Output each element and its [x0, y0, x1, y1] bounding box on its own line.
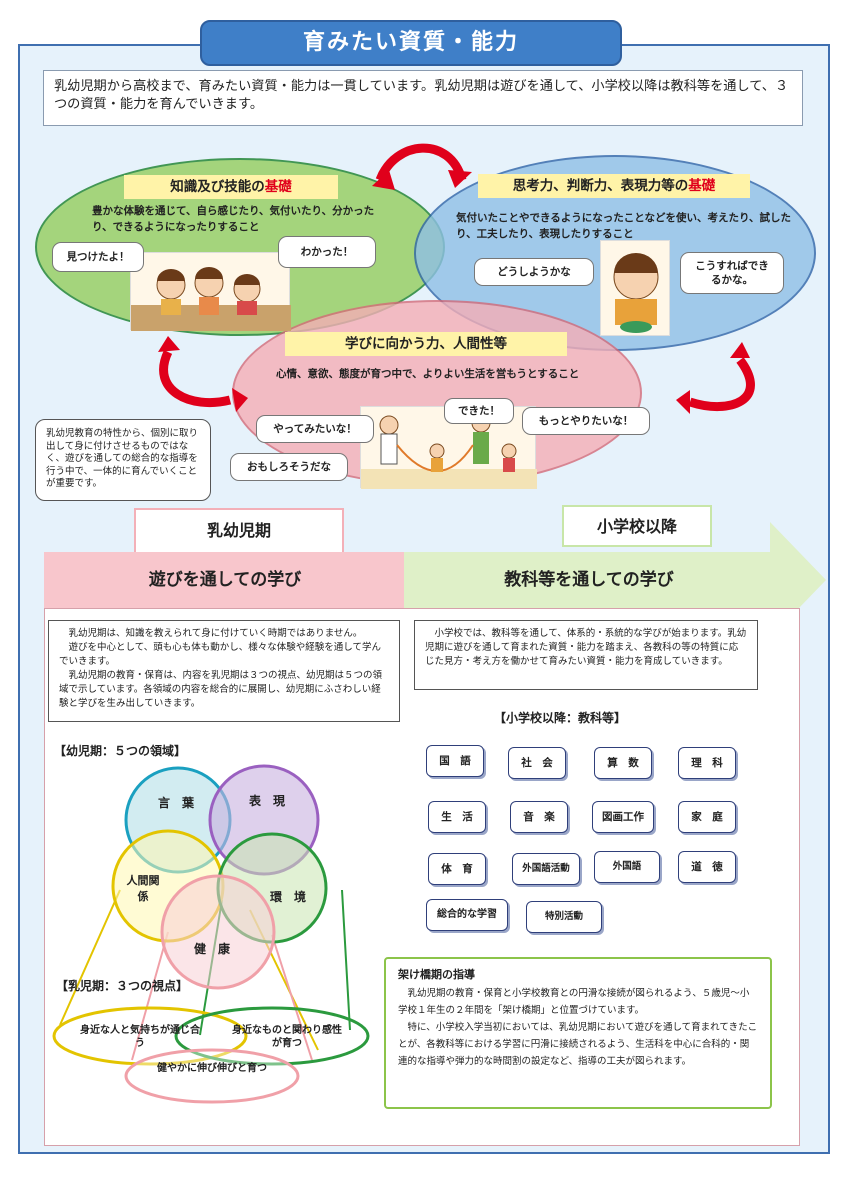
domain-expression: 表 現 — [248, 794, 285, 808]
speech-bubble-understood: わかった！ — [278, 236, 376, 268]
speech-bubble-maybe-this: こうすればできるかな。 — [680, 252, 784, 294]
viewpoint-growth: 健やかに伸び伸びと育つ — [157, 1063, 267, 1074]
five-domains-title: 【幼児期：５つの領域】 — [54, 744, 187, 758]
domain-circle-health — [160, 874, 276, 990]
stage-tag-elementary: 小学校以降 — [562, 505, 712, 547]
early-childhood-text: 乳幼児期は、知識を教えられて身に付けていく時期ではありません。 遊びを中心として… — [48, 620, 400, 722]
page-title: 育みたい資質・能力 — [200, 20, 622, 66]
speech-bubble-looks-fun: おもしろそうだな — [230, 453, 348, 481]
children-illustration-art — [131, 267, 291, 331]
viewpoint-ellipse-things — [174, 1006, 370, 1066]
subject-math: 算 数 — [594, 747, 652, 779]
bridge-title: 架け橋期の指導 — [398, 968, 475, 981]
children-playing-illustration — [130, 252, 291, 331]
viewpoint-people: 身近な人と気持ちが通じ合う — [80, 1025, 200, 1049]
subject-life: 生 活 — [428, 801, 486, 833]
knowledge-label: 知識及び技能の基礎 — [124, 175, 338, 199]
motivation-label: 学びに向かう力、人間性等 — [285, 332, 567, 356]
viewpoint-ellipse-people — [52, 1006, 248, 1066]
three-viewpoints-title: 【乳児期：３つの視点】 — [56, 979, 189, 993]
subject-foreign-activities: 外国語活動 — [512, 853, 580, 885]
subject-special-activities: 特別活動 — [526, 901, 602, 933]
speech-bubble-did-it: できた！ — [444, 398, 514, 424]
jump-rope-art — [361, 413, 537, 489]
subject-science: 理 科 — [678, 747, 736, 779]
child-thinking-illustration — [600, 240, 670, 336]
speech-bubble-found: 見つけたよ！ — [52, 242, 144, 272]
child-thinking-art — [613, 253, 659, 333]
subject-music: 音 楽 — [510, 801, 568, 833]
subjects-title: 【小学校以降：教科等】 — [494, 711, 627, 725]
domain-environment: 環 境 — [270, 890, 307, 904]
subject-moral: 道 徳 — [678, 851, 736, 883]
subject-pe: 体 育 — [428, 853, 486, 885]
band-left-text: 遊びを通しての学び — [148, 570, 302, 590]
thinking-label-accent: 基礎 — [688, 178, 716, 194]
elementary-text: 小学校では、教科等を通して、体系的・系統的な学びが始まります。乳幼児期に遊びを通… — [414, 620, 758, 690]
thinking-label: 思考力、判断力、表現力等の基礎 — [478, 174, 750, 198]
intro-text: 乳幼児期から高校まで、育みたい資質・能力は一貫しています。乳幼児期は遊びを通して… — [43, 70, 803, 126]
thinking-label-text: 思考力、判断力、表現力等の — [512, 178, 689, 194]
bridge-paragraph-1: 乳幼児期の教育・保育と小学校教育との円滑な接続が図られるよう、５歳児～小学校１年… — [398, 988, 750, 1016]
knowledge-label-accent: 基礎 — [264, 179, 292, 195]
bridge-period-box: 架け橋期の指導 乳幼児期の教育・保育と小学校教育との円滑な接続が図られるよう、５… — [384, 957, 772, 1109]
subject-japanese: 国 語 — [426, 745, 484, 777]
five-domains-diagram — [52, 764, 370, 1104]
domain-health: 健 康 — [194, 942, 231, 956]
thinking-desc: 気付いたことやできるようになったことなどを使い、考えたり、試したり、工夫したり、… — [456, 212, 792, 240]
viewpoint-things: 身近なものと関わり感性が育つ — [232, 1025, 342, 1049]
subject-home-economics: 家 庭 — [678, 801, 736, 833]
subject-social: 社 会 — [508, 747, 566, 779]
knowledge-desc: 豊かな体験を通じて、自ら感じたり、気付いたり、分かったり、できるようになったりす… — [92, 205, 375, 233]
viewpoint-ellipse-growth — [124, 1048, 300, 1104]
subject-foreign-language: 外国語 — [594, 851, 660, 883]
subject-art: 図画工作 — [592, 801, 654, 833]
stage-tag-early-childhood: 乳幼児期 — [134, 508, 344, 552]
domain-language: 言 葉 — [157, 796, 194, 810]
knowledge-label-text: 知識及び技能の — [170, 179, 265, 195]
domain-relations: 人間関係 — [126, 874, 160, 903]
jump-rope-illustration — [360, 406, 537, 489]
subject-integrated-study: 総合的な学習 — [426, 899, 508, 931]
speech-bubble-more: もっとやりたいな！ — [522, 407, 650, 435]
funnel-pink-lines — [131, 931, 313, 1061]
motivation-desc: 心情、意欲、態度が育つ中で、よりよい生活を営もうとすること — [276, 368, 580, 380]
band-right-text: 教科等を通しての学び — [504, 570, 674, 590]
speech-bubble-want-to-try: やってみたいな！ — [256, 415, 374, 443]
band-right — [404, 552, 774, 608]
speech-bubble-what-to-do: どうしようかな — [474, 258, 594, 286]
note-box: 乳幼児教育の特性から、個別に取り出して身に付けさせるものではなく、遊びを通しての… — [35, 419, 211, 501]
bridge-paragraph-2: 特に、小学校入学当初においては、乳幼児期において遊びを通して育まれてきたことが、… — [398, 1022, 758, 1067]
band-left — [44, 552, 406, 608]
